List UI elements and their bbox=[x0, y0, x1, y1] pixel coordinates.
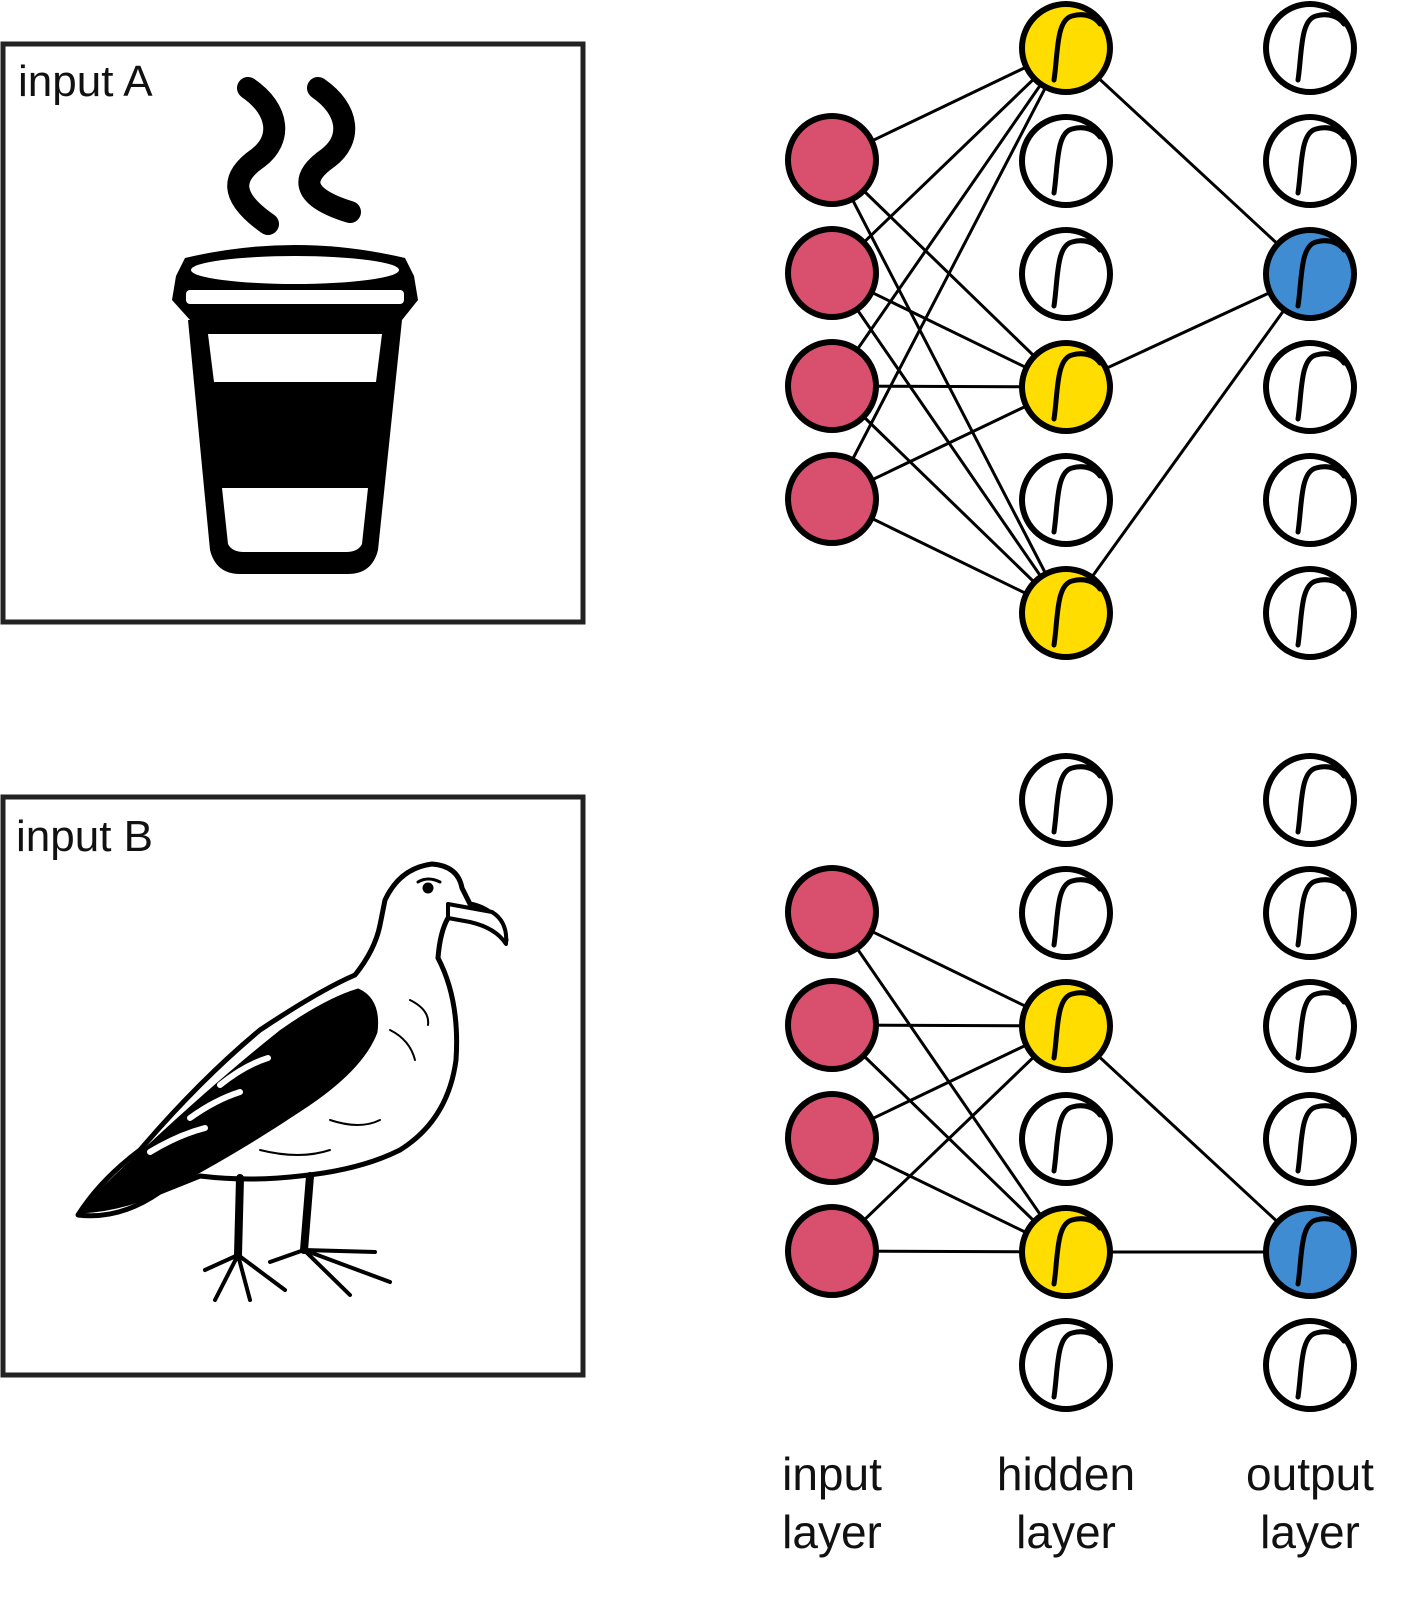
output-node-1 bbox=[1263, 866, 1357, 960]
coffee-cup-icon bbox=[172, 77, 418, 574]
network-b bbox=[785, 753, 1357, 1412]
connection-input-2-hidden-0 bbox=[830, 47, 1068, 387]
input-node-1 bbox=[785, 978, 879, 1072]
layer-labels: input layer hidden layer output layer bbox=[782, 1448, 1374, 1558]
active-output-node-2 bbox=[1263, 227, 1357, 321]
hidden-node-4 bbox=[1019, 453, 1113, 547]
input-node-0 bbox=[785, 865, 879, 959]
hidden-node-1 bbox=[1019, 866, 1113, 960]
output-node-1 bbox=[1263, 114, 1357, 208]
hidden-node-2 bbox=[1019, 227, 1113, 321]
output-node-4 bbox=[1263, 453, 1357, 547]
output-node-5 bbox=[1263, 1318, 1357, 1412]
hidden-node-0 bbox=[1019, 753, 1113, 847]
input-node-2 bbox=[785, 339, 879, 433]
active-output-node-4 bbox=[1263, 1205, 1357, 1299]
active-hidden-node-3 bbox=[1019, 340, 1113, 434]
input-node-3 bbox=[785, 1204, 879, 1298]
input-node-3 bbox=[785, 452, 879, 546]
input-b-label: input B bbox=[16, 812, 153, 861]
hidden-layer-label-line2: layer bbox=[1016, 1506, 1116, 1558]
output-node-5 bbox=[1263, 566, 1357, 660]
output-node-3 bbox=[1263, 340, 1357, 434]
connection-hidden-2-output-4 bbox=[1064, 1024, 1312, 1254]
connection-input-1-hidden-0 bbox=[830, 46, 1068, 275]
connection-input-3-hidden-2 bbox=[830, 1024, 1068, 1253]
output-layer-label-line2: layer bbox=[1260, 1506, 1360, 1558]
input-a-panel: input A bbox=[0, 41, 586, 625]
hidden-node-5 bbox=[1019, 1318, 1113, 1412]
input-node-0 bbox=[785, 113, 879, 207]
output-node-3 bbox=[1263, 1092, 1357, 1186]
output-node-0 bbox=[1263, 1, 1357, 95]
input-b-panel: input B bbox=[0, 794, 586, 1378]
output-node-2 bbox=[1263, 979, 1357, 1073]
input-layer-label-line1: input bbox=[782, 1448, 882, 1500]
output-layer-label-line1: output bbox=[1246, 1448, 1374, 1500]
input-node-2 bbox=[785, 1091, 879, 1185]
active-hidden-node-4 bbox=[1019, 1205, 1113, 1299]
hidden-node-1 bbox=[1019, 114, 1113, 208]
hidden-node-3 bbox=[1019, 1092, 1113, 1186]
input-layer-label-line2: layer bbox=[782, 1506, 882, 1558]
hidden-layer-label-line1: hidden bbox=[997, 1448, 1135, 1500]
active-hidden-node-0 bbox=[1019, 1, 1113, 95]
output-node-0 bbox=[1263, 753, 1357, 847]
active-hidden-node-5 bbox=[1019, 566, 1113, 660]
connection-hidden-0-output-2 bbox=[1064, 46, 1312, 276]
input-a-label: input A bbox=[18, 57, 153, 106]
network-a bbox=[785, 1, 1357, 660]
connection-hidden-5-output-2 bbox=[1064, 273, 1312, 614]
input-node-1 bbox=[785, 226, 879, 320]
connection-input-3-hidden-0 bbox=[830, 47, 1068, 500]
active-hidden-node-2 bbox=[1019, 979, 1113, 1073]
seagull-icon bbox=[75, 861, 509, 1302]
